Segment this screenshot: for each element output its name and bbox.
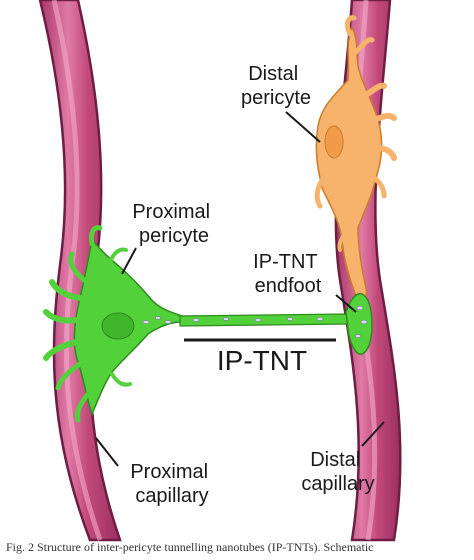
proximal-pericyte-process (75, 391, 91, 423)
proximal-capillary-pointer (95, 437, 119, 467)
distal-pericyte-process (345, 15, 357, 37)
proximal-pericyte-process (49, 279, 83, 301)
proximal-pericyte-nucleus (101, 312, 135, 340)
proximal-pericyte-process (89, 225, 103, 247)
ip-tnt-endfoot-label: IP-TNT endfoot (253, 251, 323, 297)
distal-pericyte-pointer (285, 111, 321, 143)
proximal-pericyte-process (43, 339, 79, 361)
distal-capillary-pointer (361, 421, 385, 447)
proximal-capillary-label: Proximal capillary (130, 461, 213, 507)
distal-pericyte-process (361, 82, 387, 99)
figure-caption: Fig. 2 Structure of inter-pericyte tunne… (6, 540, 374, 554)
distal-pericyte-nucleus (324, 125, 344, 159)
proximal-pericyte-process (55, 361, 83, 391)
proximal-pericyte-process (108, 247, 128, 264)
distal-capillary-label: Distal capillary (301, 449, 374, 495)
distal-pericyte-process (353, 37, 375, 55)
endfoot-vesicles (355, 305, 368, 338)
distal-pericyte-process (369, 173, 387, 199)
ip-tnt-vesicles (142, 316, 324, 324)
distal-pericyte-process (337, 226, 352, 252)
distal-pericyte-process (314, 177, 325, 209)
proximal-pericyte-process (68, 251, 87, 283)
distal-pericyte-process (373, 145, 397, 161)
ip-tnt-endfoot-pointer (335, 294, 357, 313)
proximal-capillary-vessel (38, 0, 122, 542)
proximal-pericyte-label: Proximal pericyte (132, 201, 215, 247)
ip-tnt-label: IP-TNT (217, 345, 307, 376)
proximal-pericyte-process (110, 372, 132, 387)
distal-pericyte-process (371, 112, 397, 123)
proximal-pericyte-process (43, 309, 79, 324)
proximal-pericyte-pointer (121, 247, 137, 275)
distal-pericyte-label: Distal pericyte (241, 63, 311, 109)
